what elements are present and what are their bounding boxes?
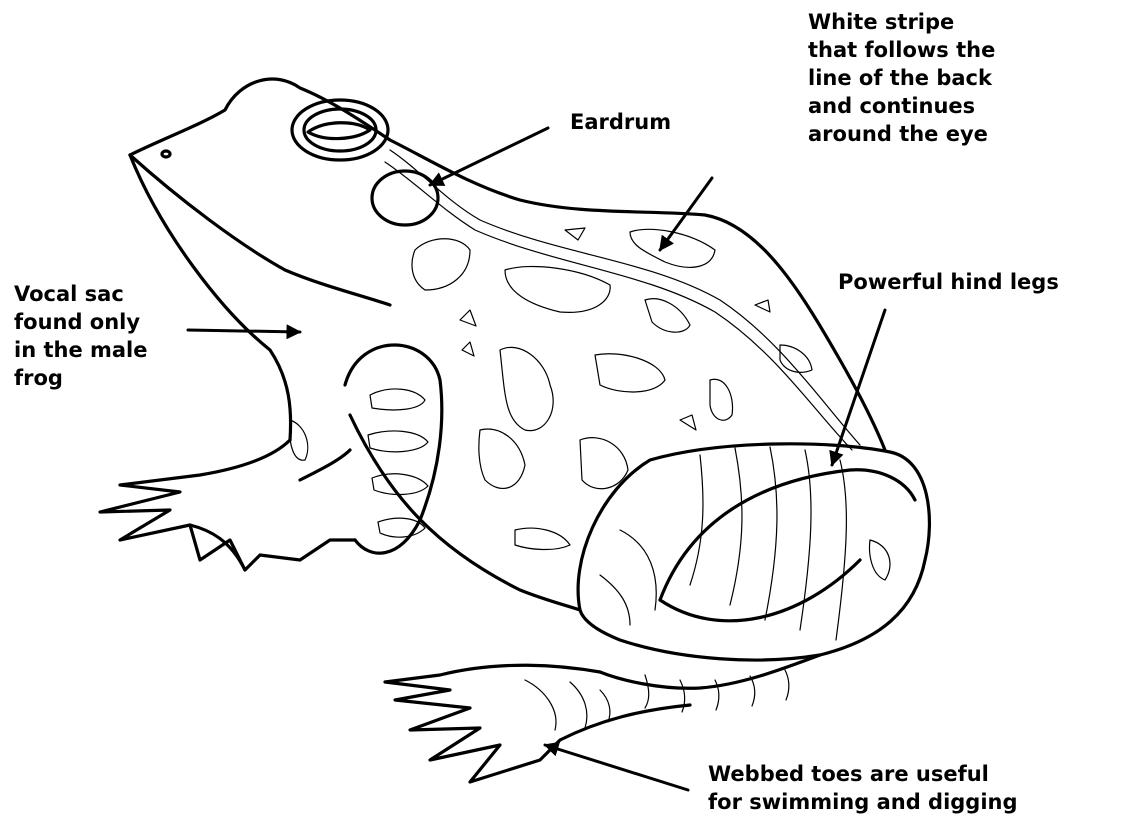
arrow-eardrum	[430, 128, 548, 185]
foreleg-bands	[290, 389, 428, 537]
arrow-hind-legs	[832, 310, 885, 465]
label-powerful-hind-legs: Powerful hind legs	[838, 268, 1059, 296]
stripe-line-1	[390, 150, 860, 445]
eye-pupil	[308, 123, 370, 139]
eye-inner	[304, 109, 376, 151]
knee-fold	[660, 470, 915, 600]
frog-body	[100, 79, 929, 782]
foreleg-outline	[345, 345, 442, 553]
throat-outline	[130, 155, 291, 440]
label-webbed-toes: Webbed toes are useful for swimming and …	[708, 760, 1018, 816]
label-eardrum: Eardrum	[570, 108, 671, 136]
eardrum-shape	[372, 171, 438, 225]
label-vocal-sac: Vocal sac found only in the male frog	[14, 280, 148, 392]
label-white-stripe: White stripe that follows the line of th…	[808, 8, 995, 148]
head-back-outline	[130, 79, 885, 450]
arrow-vocal-sac	[188, 330, 300, 332]
stripe-line-2	[385, 162, 852, 450]
shin-line	[660, 560, 860, 621]
belly-outline	[350, 415, 580, 610]
skin-spots	[412, 228, 812, 550]
hind-thigh-outline	[578, 444, 929, 660]
front-foot	[100, 440, 355, 570]
arrow-webbed-toes	[545, 745, 688, 790]
nostril	[162, 151, 170, 157]
